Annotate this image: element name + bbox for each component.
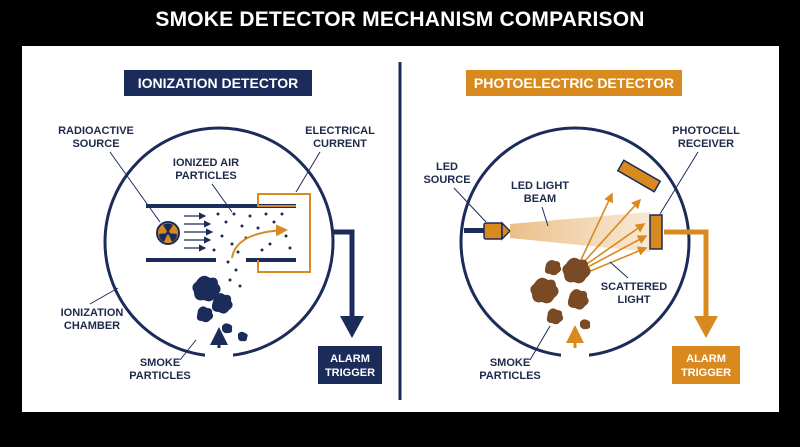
radioactive-leader (109, 151, 161, 223)
photo-alarm-path (664, 229, 709, 318)
photoelectric-alarm-label-1: ALARM (686, 353, 726, 365)
ionization-alarm-label-1: ALARM (330, 353, 370, 365)
photoelectric-header-box (466, 70, 682, 96)
ionization-header-box (124, 70, 312, 96)
scattered-light-label-2: LIGHT (618, 294, 651, 306)
photocell-leader (659, 151, 699, 215)
ionization-smoke-leader (179, 339, 197, 361)
radioactive-source-label-1: RADIOACTIVE (58, 125, 134, 137)
photoelectric-header: PHOTOELECTRIC DETECTOR (474, 75, 674, 91)
led-source-leader (453, 187, 487, 223)
ionized-air-label-2: PARTICLES (175, 170, 237, 182)
ionization-alarm-box (318, 346, 382, 384)
alarm-arrow-head (340, 316, 364, 338)
photoelectric-smoke-particles (530, 257, 591, 330)
photoelectric-alarm-label-2: TRIGGER (681, 367, 731, 379)
led-light-beam (510, 212, 650, 252)
photoelectric-alarm-box (672, 346, 740, 384)
electrical-current-label-2: CURRENT (313, 138, 367, 150)
scattered-leader (609, 261, 629, 279)
photocell-label-2: RECEIVER (678, 138, 734, 150)
ion-flow-arrows (184, 212, 214, 252)
led-lens (501, 221, 512, 241)
led-beam-leader (541, 206, 549, 227)
photo-alarm-arrow-head (694, 316, 718, 338)
led-beam-label-2: BEAM (524, 193, 556, 205)
ionization-header: IONIZATION DETECTOR (138, 75, 298, 91)
ionization-chamber-label-1: IONIZATION (61, 307, 124, 319)
led-source-label-2: SOURCE (423, 174, 470, 186)
electrical-circuit (257, 193, 311, 273)
electrical-current-label-1: ELECTRICAL (305, 125, 375, 137)
ionization-alarm-label-2: TRIGGER (325, 367, 375, 379)
led-beam-label-1: LED LIGHT (511, 180, 569, 192)
photo-smoke-leader (529, 325, 551, 361)
ionization-chamber-label-2: CHAMBER (64, 320, 120, 332)
radiation-symbol (159, 223, 177, 242)
led-source-label-1: LED (436, 161, 458, 173)
ionized-air-leader (211, 183, 233, 213)
alarm-path (332, 229, 355, 318)
ionization-smoke-label-1: SMOKE (140, 357, 180, 369)
page-title: SMOKE DETECTOR MECHANISM COMPARISON (155, 8, 645, 31)
ionization-smoke-label-2: PARTICLES (129, 370, 191, 382)
led-icon (483, 222, 503, 240)
chamber-leader (89, 287, 119, 305)
photo-chamber-opening (561, 350, 589, 360)
ionized-air-label-1: IONIZED AIR (173, 157, 239, 169)
photocell-label-1: PHOTOCELL (672, 125, 740, 137)
photoelectric-smoke-label-1: SMOKE (490, 357, 530, 369)
photoelectric-section: PHOTOELECTRIC DETECTOR ALARM TRIGGER (423, 70, 740, 384)
photoelectric-smoke-label-2: PARTICLES (479, 370, 541, 382)
radioactive-source-label-2: SOURCE (72, 138, 119, 150)
current-flow-arrow (231, 224, 288, 259)
led-mount (464, 228, 484, 233)
scattered-light-rays (579, 192, 648, 273)
ionization-section: IONIZATION DETECTOR (58, 70, 382, 384)
photocell-receiver-side (649, 214, 663, 250)
electrical-leader (295, 151, 321, 193)
photocell-receiver-top (616, 159, 662, 193)
chamber-opening (205, 350, 233, 360)
ionization-smoke-particles (192, 275, 248, 342)
scattered-light-label-1: SCATTERED (601, 281, 667, 293)
